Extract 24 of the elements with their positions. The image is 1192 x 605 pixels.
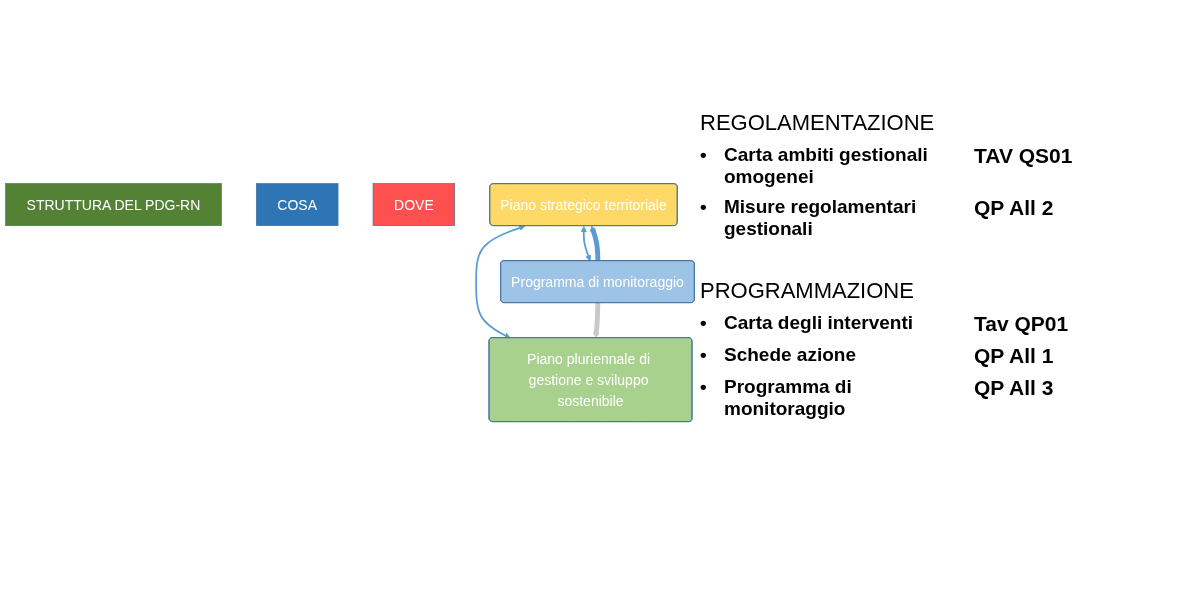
list-item-text: Programma di monitoraggio (724, 376, 853, 420)
list-item-text: Misure regolamentari gestionali (724, 196, 918, 240)
list-item-text: Schede azione (724, 344, 857, 367)
reference-code: Tav QP01 (974, 312, 1070, 336)
section-heading: PROGRAMMAZIONE (700, 278, 915, 304)
reference-code: TAV QS01 (974, 144, 1074, 169)
bullet: • (700, 344, 708, 367)
node-box: COSA (256, 183, 339, 226)
bullet: • (700, 196, 708, 219)
reference-code: QP All 1 (974, 344, 1055, 368)
bullet: • (700, 144, 708, 167)
arrow (475, 224, 526, 339)
list-item-text: Carta degli interventi (724, 312, 914, 335)
bullet: • (700, 312, 708, 335)
reference-code: QP All 2 (974, 196, 1055, 221)
reference-code: QP All 3 (974, 376, 1055, 401)
section-heading: REGOLAMENTAZIONE (700, 110, 936, 136)
list-item-text: Carta ambiti gestionali omogenei (724, 144, 929, 188)
arrow (590, 225, 601, 261)
bullet: • (700, 376, 708, 399)
arrow (593, 302, 601, 339)
arrow (580, 225, 592, 262)
node-box: STRUTTURA DEL PDG-RN (5, 183, 222, 226)
node-box: DOVE (372, 183, 456, 226)
